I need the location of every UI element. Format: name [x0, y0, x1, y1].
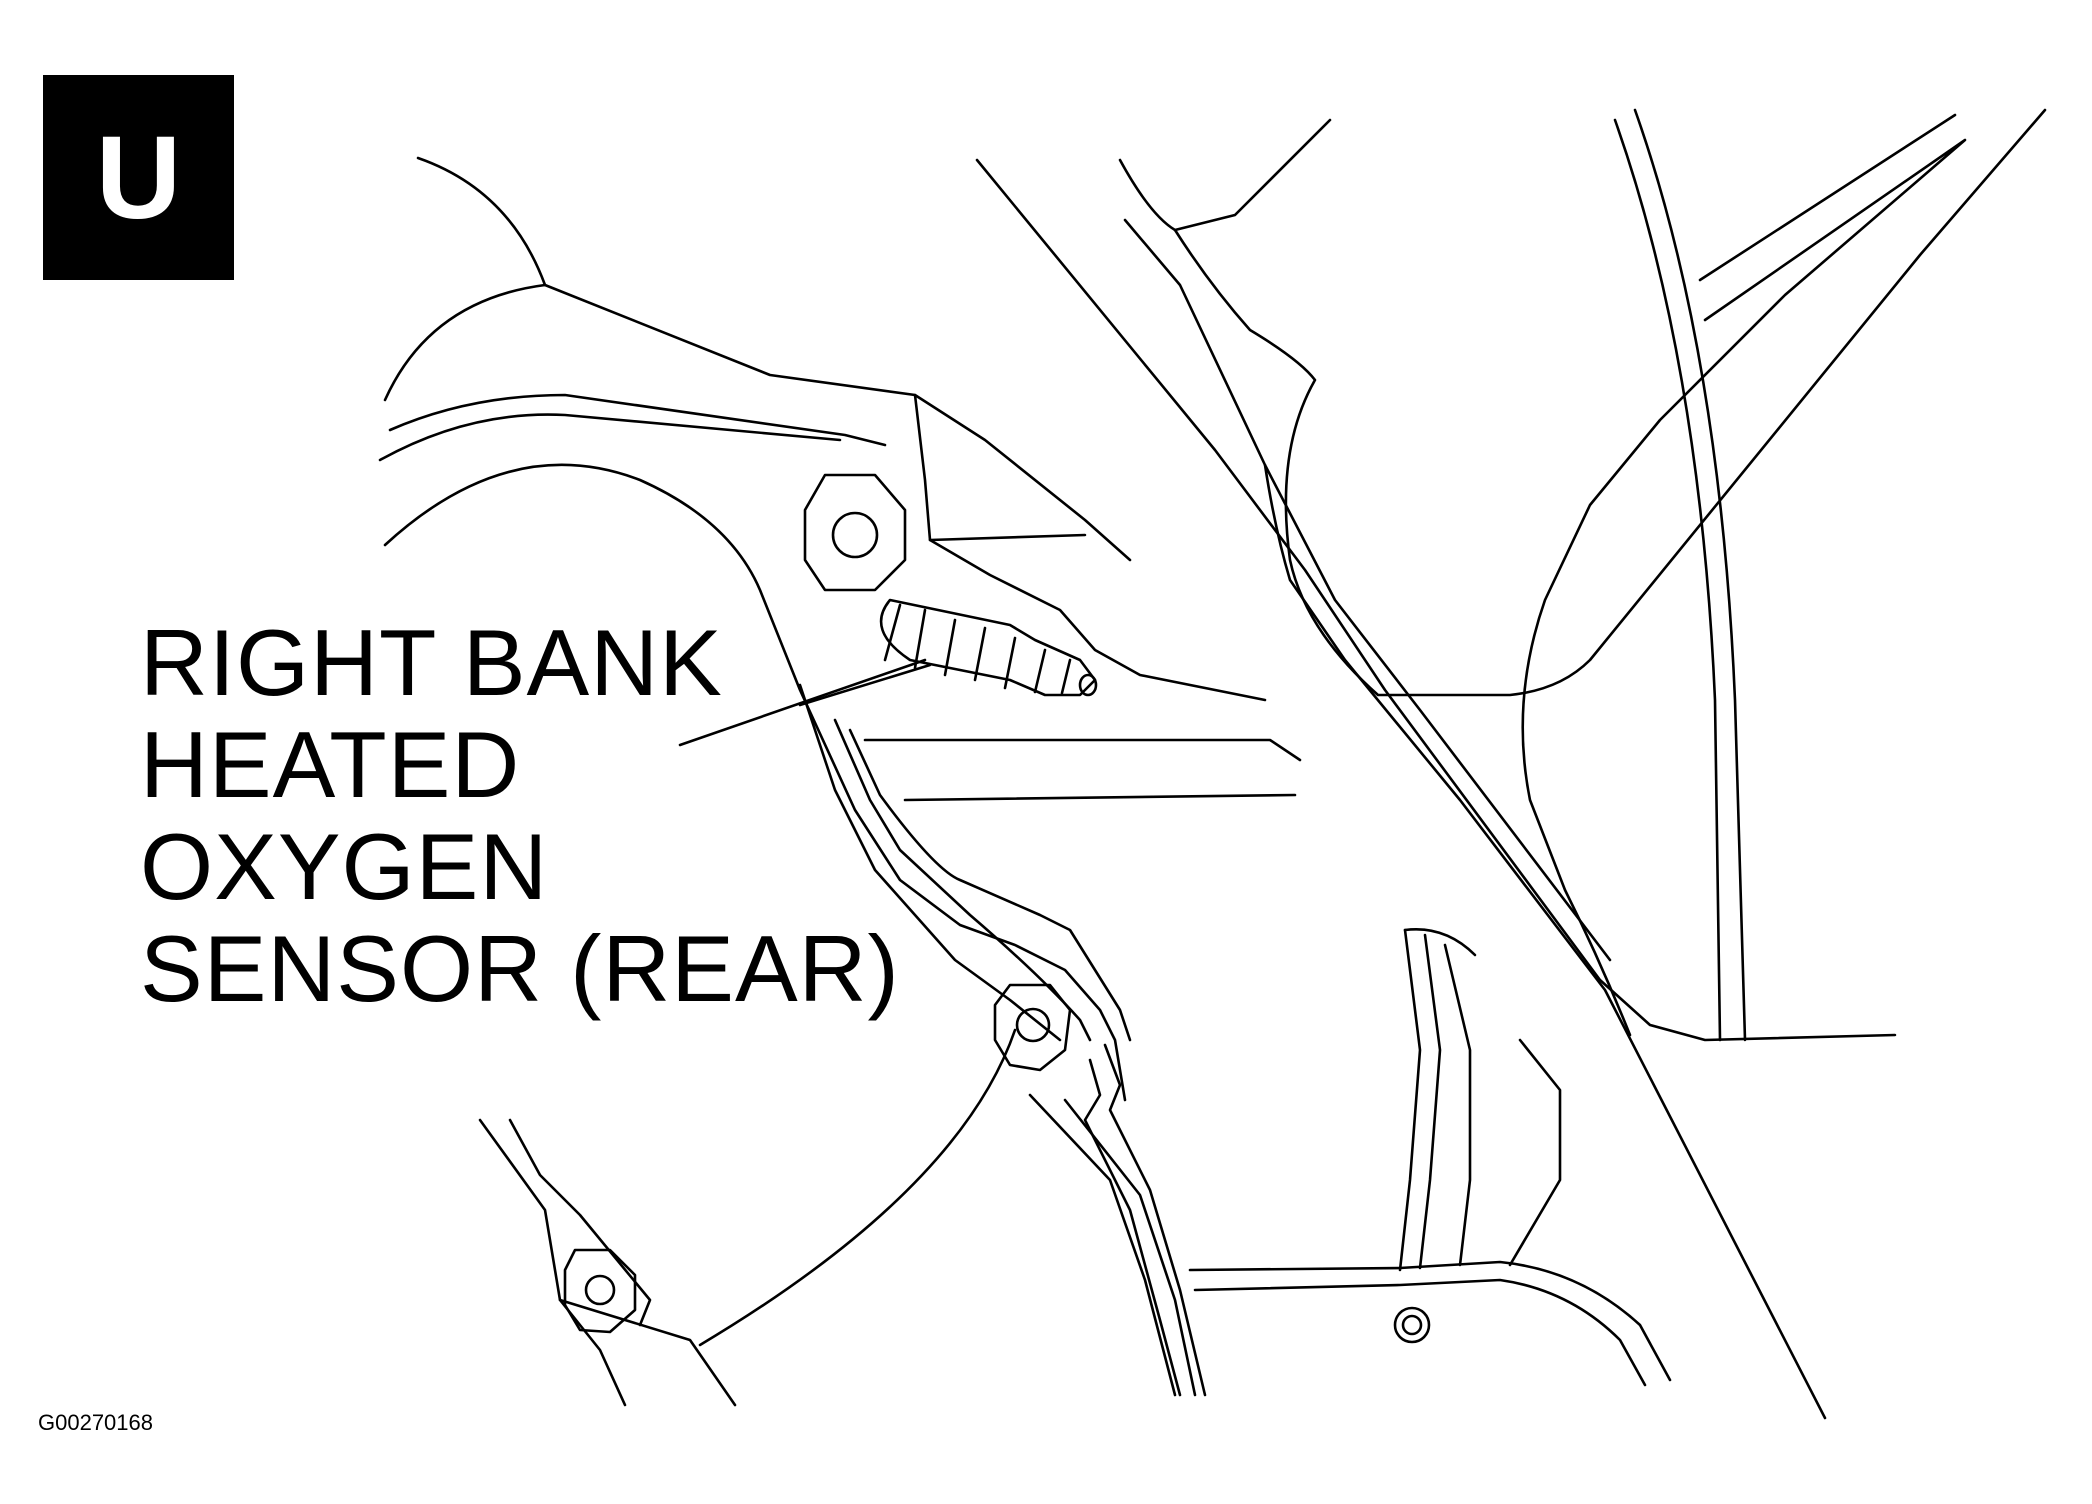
exhaust-pipe-lower	[698, 683, 1207, 1397]
figure-id: G00270168	[38, 1410, 153, 1435]
oxygen-sensor	[879, 598, 1098, 697]
lower-bracket	[478, 1118, 737, 1407]
exhaust-pipe-upper	[378, 156, 1267, 1102]
callout-leader-line	[678, 658, 932, 747]
frame-crossmember	[975, 158, 1897, 1420]
exhaust-tube-middle	[833, 718, 1302, 1042]
bolt-converter	[1393, 1306, 1431, 1344]
underbody-panel-right	[1118, 108, 2047, 1042]
section-badge: U	[43, 75, 234, 280]
bolt-upper	[803, 473, 907, 592]
bolt-middle	[993, 983, 1072, 1072]
callout-line-1: RIGHT BANK	[140, 610, 723, 715]
component-callout: RIGHT BANK HEATED OXYGEN SENSOR (REAR)	[140, 612, 900, 1020]
catalytic-converter	[1188, 928, 1672, 1387]
badge-letter: U	[95, 111, 182, 244]
callout-line-2: HEATED	[140, 712, 521, 817]
bolt-lower	[563, 1248, 637, 1334]
callout-line-3: OXYGEN	[140, 814, 549, 919]
callout-line-4: SENSOR (REAR)	[140, 916, 900, 1021]
